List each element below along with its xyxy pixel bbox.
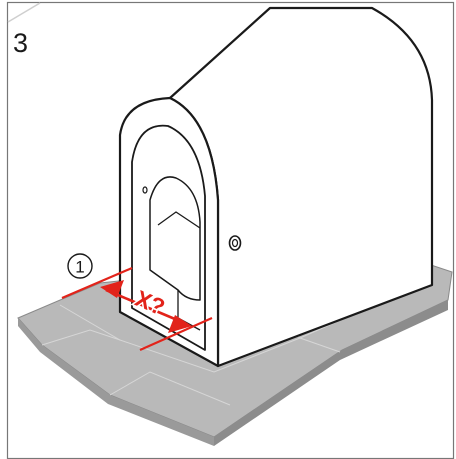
frame-corner-mark (7, 2, 41, 23)
appliance-body (118, 6, 434, 368)
callout-number: 1 (75, 258, 84, 277)
measurement-marker (61, 266, 213, 352)
callout-marker: 1 (67, 253, 93, 279)
side-knob (228, 235, 242, 251)
front-hole (142, 186, 148, 194)
step-number: 3 (13, 28, 28, 58)
arrowhead-right (168, 315, 192, 333)
arrowhead-left (100, 280, 124, 298)
